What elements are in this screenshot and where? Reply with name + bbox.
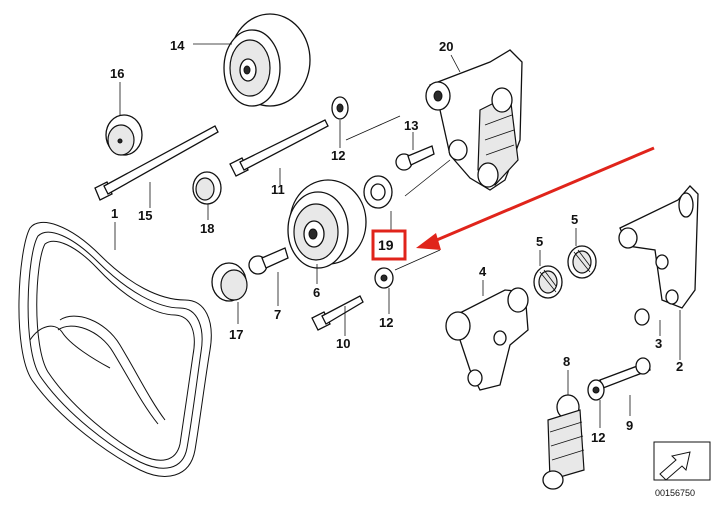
dust-cap — [105, 114, 143, 156]
label-part-6: 6 — [313, 285, 320, 300]
washer-lower — [587, 379, 605, 401]
washer-middle — [374, 267, 394, 289]
highlight-callout — [371, 146, 655, 261]
view-arrow-icon — [659, 451, 691, 481]
tensioner-arm — [445, 287, 529, 391]
needle-bearing-right — [567, 245, 597, 279]
label-part-15: 15 — [138, 208, 152, 223]
cap-lower — [211, 262, 248, 302]
label-part-9: 9 — [626, 418, 633, 433]
label-part-3: 3 — [655, 336, 662, 351]
label-part-10: 10 — [336, 336, 350, 351]
bolt-tensioner — [395, 145, 435, 171]
long-bolt — [94, 125, 219, 201]
label-part-12-middle: 12 — [379, 315, 393, 330]
label-part-1: 1 — [111, 206, 118, 221]
label-part-20: 20 — [439, 39, 453, 54]
part-labels: 14 16 20 13 12 11 15 18 1 19 5 5 4 6 7 1… — [110, 38, 683, 445]
washer-large — [363, 175, 393, 209]
washer-upper — [331, 96, 349, 120]
label-part-5-right: 5 — [571, 212, 578, 227]
highlight-arrow-head — [416, 233, 441, 250]
label-part-2: 2 — [676, 359, 683, 374]
bolt-medium — [229, 119, 329, 177]
label-part-14: 14 — [170, 38, 185, 53]
label-part-7: 7 — [274, 307, 281, 322]
label-part-11: 11 — [271, 182, 285, 197]
tensioner-assembly — [425, 49, 523, 191]
label-part-16: 16 — [110, 66, 124, 81]
pulley-upper — [223, 13, 311, 107]
serpentine-belt — [18, 221, 212, 477]
highlight-arrow-line — [431, 146, 655, 244]
highlight-box — [371, 229, 407, 261]
document-number: 00156750 — [655, 488, 695, 498]
label-part-17: 17 — [229, 327, 243, 342]
label-part-12-lower: 12 — [591, 430, 605, 445]
label-part-12-upper: 12 — [331, 148, 345, 163]
bracket-mount — [618, 185, 699, 309]
label-part-19: 19 — [378, 237, 394, 253]
leader-lines — [114, 43, 681, 428]
cap-small — [192, 171, 222, 205]
label-part-13: 13 — [404, 118, 418, 133]
bolt-short — [311, 295, 364, 331]
pulley-lower — [287, 179, 367, 269]
needle-bearing-left — [533, 265, 563, 299]
shoulder-bolt — [248, 247, 289, 275]
shock-absorber — [542, 394, 585, 490]
sleeve — [634, 308, 650, 326]
label-part-18: 18 — [200, 221, 214, 236]
bolt-shock — [599, 357, 651, 389]
label-part-8: 8 — [563, 354, 570, 369]
label-part-4: 4 — [479, 264, 487, 279]
document-number-box: 00156750 — [653, 441, 711, 498]
label-part-5-left: 5 — [536, 234, 543, 249]
